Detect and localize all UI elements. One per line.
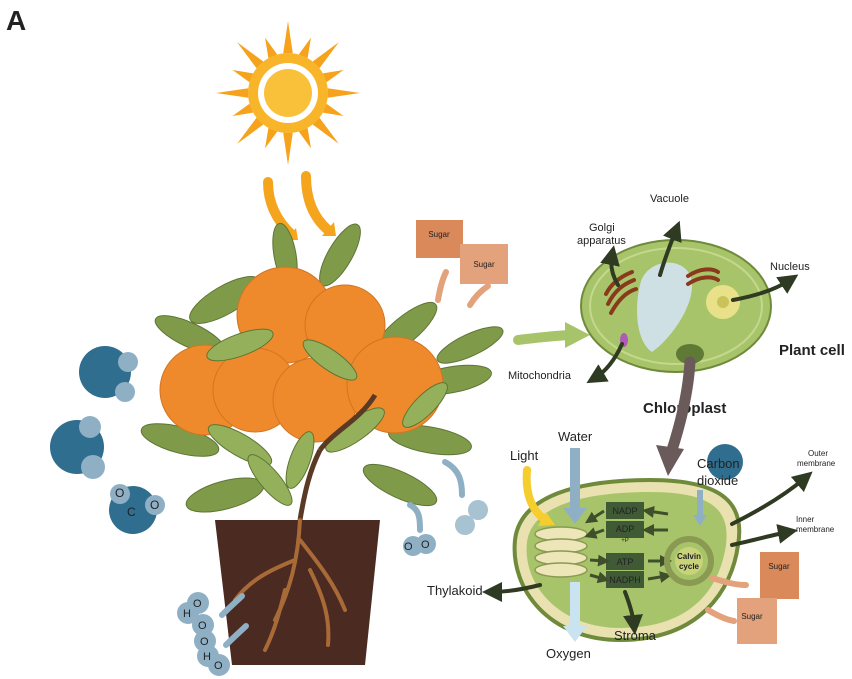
nucleus-label: Nucleus xyxy=(770,261,810,273)
svg-text:ADP: ADP xyxy=(616,524,635,534)
svg-text:+P: +P xyxy=(621,538,629,544)
sun-ray xyxy=(313,42,339,68)
sun-ray xyxy=(283,21,293,53)
oxygen-label: Oxygen xyxy=(546,646,591,661)
outer-membrane-label-line2: membrane xyxy=(797,459,836,468)
sun-ray xyxy=(216,88,248,98)
svg-text:O: O xyxy=(214,660,223,672)
panel-letter: A xyxy=(6,5,26,36)
nadph-box: NADPH xyxy=(606,571,644,588)
svg-text:Sugar: Sugar xyxy=(428,230,450,239)
svg-text:Sugar: Sugar xyxy=(741,612,763,621)
svg-text:H: H xyxy=(183,608,191,620)
mitochondria-label: Mitochondria xyxy=(508,370,572,382)
sugar-box-right-1: Sugar xyxy=(760,552,799,599)
stroma-label: Stroma xyxy=(614,628,657,643)
sun-ray xyxy=(237,42,263,68)
golgi-label-line1: Golgi xyxy=(589,222,615,234)
svg-text:ATP: ATP xyxy=(617,557,634,567)
water-label: Water xyxy=(558,429,593,444)
svg-text:Calvin: Calvin xyxy=(677,552,701,561)
oxygen-molecule-1: O O xyxy=(403,534,436,556)
svg-text:O: O xyxy=(150,498,159,512)
sun-ray xyxy=(328,88,360,98)
sugar-box-right-2: Sugar xyxy=(737,598,777,644)
svg-text:Sugar: Sugar xyxy=(473,260,495,269)
svg-text:O: O xyxy=(404,541,413,553)
svg-text:NADP: NADP xyxy=(612,506,637,516)
golgi-label-line2: apparatus xyxy=(577,235,626,247)
inner-membrane-label-line1: Inner xyxy=(796,515,815,524)
atp-box: ATP xyxy=(606,553,644,570)
plant-cell-label: Plant cell xyxy=(779,342,845,359)
svg-text:O: O xyxy=(193,598,202,610)
thylakoid-label: Thylakoid xyxy=(427,583,483,598)
tree-to-cell-arrow xyxy=(518,335,570,340)
svg-text:cycle: cycle xyxy=(679,562,700,571)
co2-molecule-left: O C O xyxy=(109,484,165,534)
sun-icon xyxy=(216,21,360,165)
sugar-box-top-1: Sugar xyxy=(416,220,463,258)
svg-text:H: H xyxy=(203,651,211,663)
svg-text:C: C xyxy=(127,505,136,519)
water-molecule-1 xyxy=(79,346,138,402)
inner-membrane-label-line2: membrane xyxy=(796,525,835,534)
vacuole-label: Vacuole xyxy=(650,193,689,205)
light-label: Light xyxy=(510,448,539,463)
svg-text:Sugar: Sugar xyxy=(768,562,790,571)
svg-text:NADPH: NADPH xyxy=(609,575,641,585)
sugar-box-top-2: Sugar xyxy=(460,244,508,284)
water-molecule-bottom-2: O H O xyxy=(194,630,230,676)
outer-membrane-label-line1: Outer xyxy=(808,449,828,458)
water-molecule-bottom-1: O H O xyxy=(177,592,214,636)
svg-text:O: O xyxy=(115,486,124,500)
svg-text:O: O xyxy=(421,539,430,551)
carbon-dioxide-label-line1: Carbon xyxy=(697,456,740,471)
svg-text:O: O xyxy=(200,636,209,648)
sun-ray xyxy=(237,118,263,144)
oxygen-molecule-2 xyxy=(455,500,488,535)
sun-ray xyxy=(283,133,293,165)
chloroplast: NADP ADP +P ATP NADPH Calvin cycle xyxy=(515,480,740,640)
water-molecule-2 xyxy=(50,416,105,479)
carbon-dioxide-label-line2: dioxide xyxy=(697,473,738,488)
nadp-box: NADP xyxy=(606,502,644,519)
sun-ray xyxy=(313,118,339,144)
